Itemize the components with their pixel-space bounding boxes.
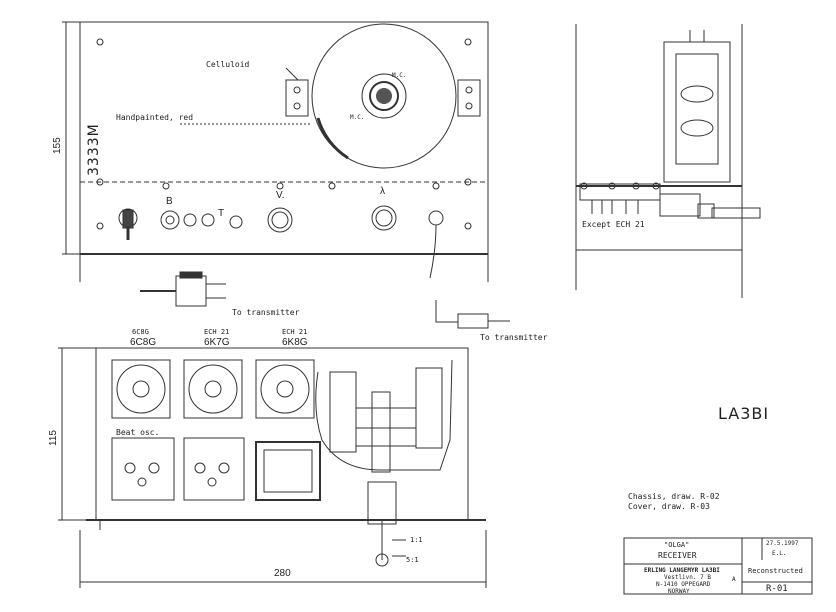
knob-b-label: B [166, 196, 173, 207]
title-name: "OLGA" [664, 541, 690, 549]
connector-plug [140, 271, 226, 307]
tube1-upper-label: 6C8G [132, 328, 149, 336]
title-drawing-no: R-01 [766, 584, 788, 594]
dial-scale [316, 117, 349, 160]
drive-assembly [367, 481, 397, 525]
front-panel-outline [79, 21, 489, 255]
ratio-2-label: 5:1 [406, 556, 419, 564]
title-address2: N-1410 OPPEGARD [656, 581, 711, 588]
top-height-dim: 115 [48, 430, 59, 446]
celluloid-bracket-left [285, 79, 309, 117]
dial-label-right: M.C. [392, 72, 407, 79]
celluloid-leader [285, 67, 299, 81]
celluloid-bracket-right [457, 79, 481, 117]
side-view [575, 24, 761, 298]
connector-cable [435, 300, 510, 329]
tube-sockets [111, 359, 315, 419]
title-author: ERLING LANGEMYR LA3BI [644, 567, 720, 574]
panel-screws [96, 38, 472, 230]
switch-block [255, 441, 321, 501]
note-chassis: Chassis, draw. R-02 [628, 492, 720, 501]
dial-label-left: M.C. [350, 114, 365, 121]
title-sign: E.L. [772, 550, 787, 557]
side-pins [591, 200, 639, 214]
tube2-upper-label: ECH 21 [204, 328, 230, 336]
tube2-lower-label: 6K7G [204, 337, 230, 348]
tube1-lower-label: 6C8G [130, 337, 157, 348]
side-bracket [579, 183, 661, 201]
handpainted-label: Handpainted, red [116, 113, 194, 122]
tube3-lower-label: 6K8G [282, 337, 308, 348]
capacitor-outline [315, 359, 453, 471]
dial-hub [369, 81, 399, 111]
knob-t-label: T [218, 208, 225, 219]
knob-v-label: V. [276, 190, 285, 201]
title-country: NORWAY [668, 588, 690, 595]
title-subtitle: RECEIVER [658, 551, 697, 560]
except-label: Except ECH 21 [582, 220, 645, 229]
dial-hub-outer [361, 73, 407, 119]
celluloid-label: Celluloid [206, 60, 250, 69]
title-address1: Vestlivn. 7 B [664, 574, 711, 581]
knob-lambda-label: λ [380, 186, 385, 197]
front-height-dim: 155 [52, 137, 63, 154]
coil-can [663, 41, 731, 183]
callsign: LA3BI [718, 404, 770, 423]
to-transmitter-1: To transmitter [232, 308, 300, 317]
tuning-dial [311, 23, 457, 169]
title-block-frame [623, 537, 813, 595]
front-controls [118, 205, 444, 279]
to-transmitter-2: To transmitter [480, 333, 548, 342]
width-dim: 280 [274, 568, 291, 579]
note-cover: Cover, draw. R-03 [628, 502, 710, 511]
tube3-upper-label: ECH 21 [282, 328, 308, 336]
front-view [62, 21, 489, 282]
title-reconstructed: Reconstructed [748, 567, 803, 575]
side-mark: 3333M [86, 123, 102, 176]
beat-osc-label: Beat osc. [116, 428, 160, 437]
title-date: 27.5.1997 [766, 540, 799, 547]
top-view [58, 347, 487, 588]
beat-osc-can [111, 437, 175, 501]
if-can [183, 437, 245, 501]
title-scale-mark: A [732, 576, 736, 583]
ratio-1-label: 1:1 [410, 536, 423, 544]
